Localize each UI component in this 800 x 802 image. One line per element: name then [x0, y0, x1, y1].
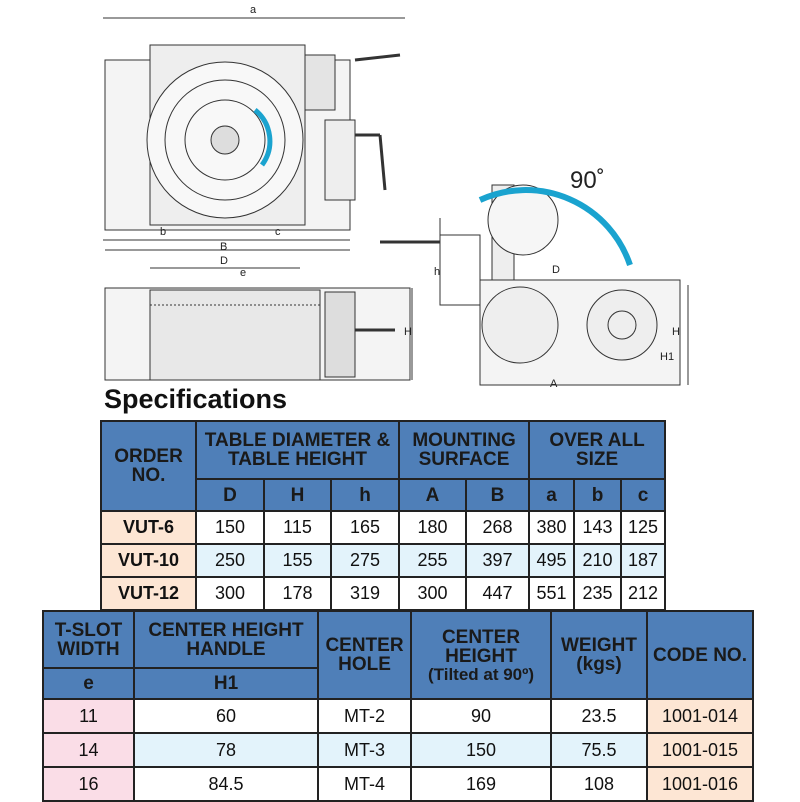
header-b: b: [573, 478, 623, 512]
header-tslot-width: T-SLOT WIDTH: [42, 610, 135, 669]
specifications-table-2: T-SLOT WIDTH CENTER HEIGHT HANDLE CENTER…: [42, 610, 754, 802]
cell: 180: [398, 510, 468, 545]
dim-H1: H1: [660, 351, 674, 363]
cell: 165: [329, 510, 401, 545]
cell: 250: [195, 543, 265, 578]
dim-c: c: [275, 226, 281, 238]
dim-H-side: H: [672, 326, 680, 338]
dim-D-side: D: [552, 264, 560, 276]
cell: 380: [528, 510, 576, 545]
table-row: 16 84.5 MT-4 169 108 1001-016: [42, 766, 754, 802]
cell-e: 14: [42, 732, 135, 768]
cell-code: 1001-014: [646, 698, 754, 734]
side-view: [380, 184, 689, 386]
cell-hole: MT-2: [317, 698, 412, 734]
order-no: VUT-10: [100, 543, 197, 578]
cell: 255: [398, 543, 468, 578]
header-e: e: [42, 667, 135, 700]
dim-a: a: [250, 4, 257, 16]
header-mounting-surface: MOUNTING SURFACE: [398, 420, 531, 480]
cell: 551: [528, 576, 576, 611]
header-weight: WEIGHT(kgs): [550, 610, 648, 700]
cell: 212: [620, 576, 667, 611]
specifications-table: ORDER NO. TABLE DIAMETER & TABLE HEIGHT …: [100, 420, 667, 611]
header-code-no: CODE NO.: [646, 610, 754, 700]
cell-hole: MT-3: [317, 732, 412, 768]
cell-e: 16: [42, 766, 135, 802]
section-title: Specifications: [104, 384, 288, 414]
cell: 268: [465, 510, 531, 545]
dim-b: b: [160, 226, 166, 238]
cell: 150: [195, 510, 265, 545]
header-H: H: [263, 478, 332, 512]
cell-height: 90: [410, 698, 552, 734]
cell-hole: MT-4: [317, 766, 412, 802]
header-center-height-handle: CENTER HEIGHT HANDLE: [133, 610, 319, 669]
dim-A: A: [550, 378, 558, 390]
cell-weight: 75.5: [550, 732, 648, 768]
header-h: h: [329, 478, 401, 512]
cell: 447: [465, 576, 531, 611]
table-row: 14 78 MT-3 150 75.5 1001-015: [42, 732, 754, 768]
cell: 125: [620, 510, 667, 545]
header-H1: H1: [133, 667, 319, 700]
header-overall-size: OVER ALL SIZE: [528, 420, 667, 480]
dim-D-top: D: [220, 255, 228, 267]
cell-code: 1001-016: [646, 766, 754, 802]
header-a: a: [528, 478, 576, 512]
header-center-height: CENTER HEIGHT(Tilted at 90º): [410, 610, 552, 700]
header-D: D: [195, 478, 265, 512]
header-center-height-label: CENTER HEIGHT: [441, 626, 521, 667]
table-row: VUT-12 300 178 319 300 447 551 235 212: [100, 576, 667, 611]
front-view: [104, 267, 413, 381]
cell: 235: [573, 576, 623, 611]
cell: 178: [263, 576, 332, 611]
cell-e: 11: [42, 698, 135, 734]
cell-weight: 108: [550, 766, 648, 802]
cell-height: 169: [410, 766, 552, 802]
top-view: [103, 17, 405, 251]
cell-h1: 60: [133, 698, 319, 734]
cell-h1: 78: [133, 732, 319, 768]
header-c: c: [620, 478, 667, 512]
dim-e: e: [240, 267, 246, 279]
table-row: VUT-10 250 155 275 255 397 495 210 187: [100, 543, 667, 578]
table-row: VUT-6 150 115 165 180 268 380 143 125: [100, 510, 667, 545]
cell: 495: [528, 543, 576, 578]
order-no: VUT-12: [100, 576, 197, 611]
cell-weight: 23.5: [550, 698, 648, 734]
cell: 115: [263, 510, 332, 545]
cell-height: 150: [410, 732, 552, 768]
cell: 275: [329, 543, 401, 578]
cell: 187: [620, 543, 667, 578]
header-center-height-note: (Tilted at 90º): [427, 664, 535, 684]
cell: 300: [195, 576, 265, 611]
header-center-hole: CENTER HOLE: [317, 610, 412, 700]
cell-h1: 84.5: [133, 766, 319, 802]
cell: 155: [263, 543, 332, 578]
header-B: B: [465, 478, 531, 512]
cell-code: 1001-015: [646, 732, 754, 768]
cell: 397: [465, 543, 531, 578]
table-row: 11 60 MT-2 90 23.5 1001-014: [42, 698, 754, 734]
header-weight-label: WEIGHT: [561, 635, 637, 656]
header-table-diameter: TABLE DIAMETER & TABLE HEIGHT: [194, 420, 401, 480]
header-A: A: [398, 478, 468, 512]
cell: 143: [573, 510, 623, 545]
dim-H-front: H: [404, 326, 412, 338]
header-order-no: ORDER NO.: [100, 420, 197, 512]
cell: 300: [398, 576, 468, 611]
rotation-label: 90˚: [570, 167, 605, 194]
dim-B: B: [220, 241, 227, 253]
dim-h: h: [434, 266, 440, 278]
cell: 210: [573, 543, 623, 578]
header-weight-unit: (kgs): [576, 654, 622, 675]
technical-drawing: a b B c D e H h D H H1 A 90˚: [103, 4, 689, 390]
order-no: VUT-6: [100, 510, 197, 545]
cell: 319: [329, 576, 401, 611]
